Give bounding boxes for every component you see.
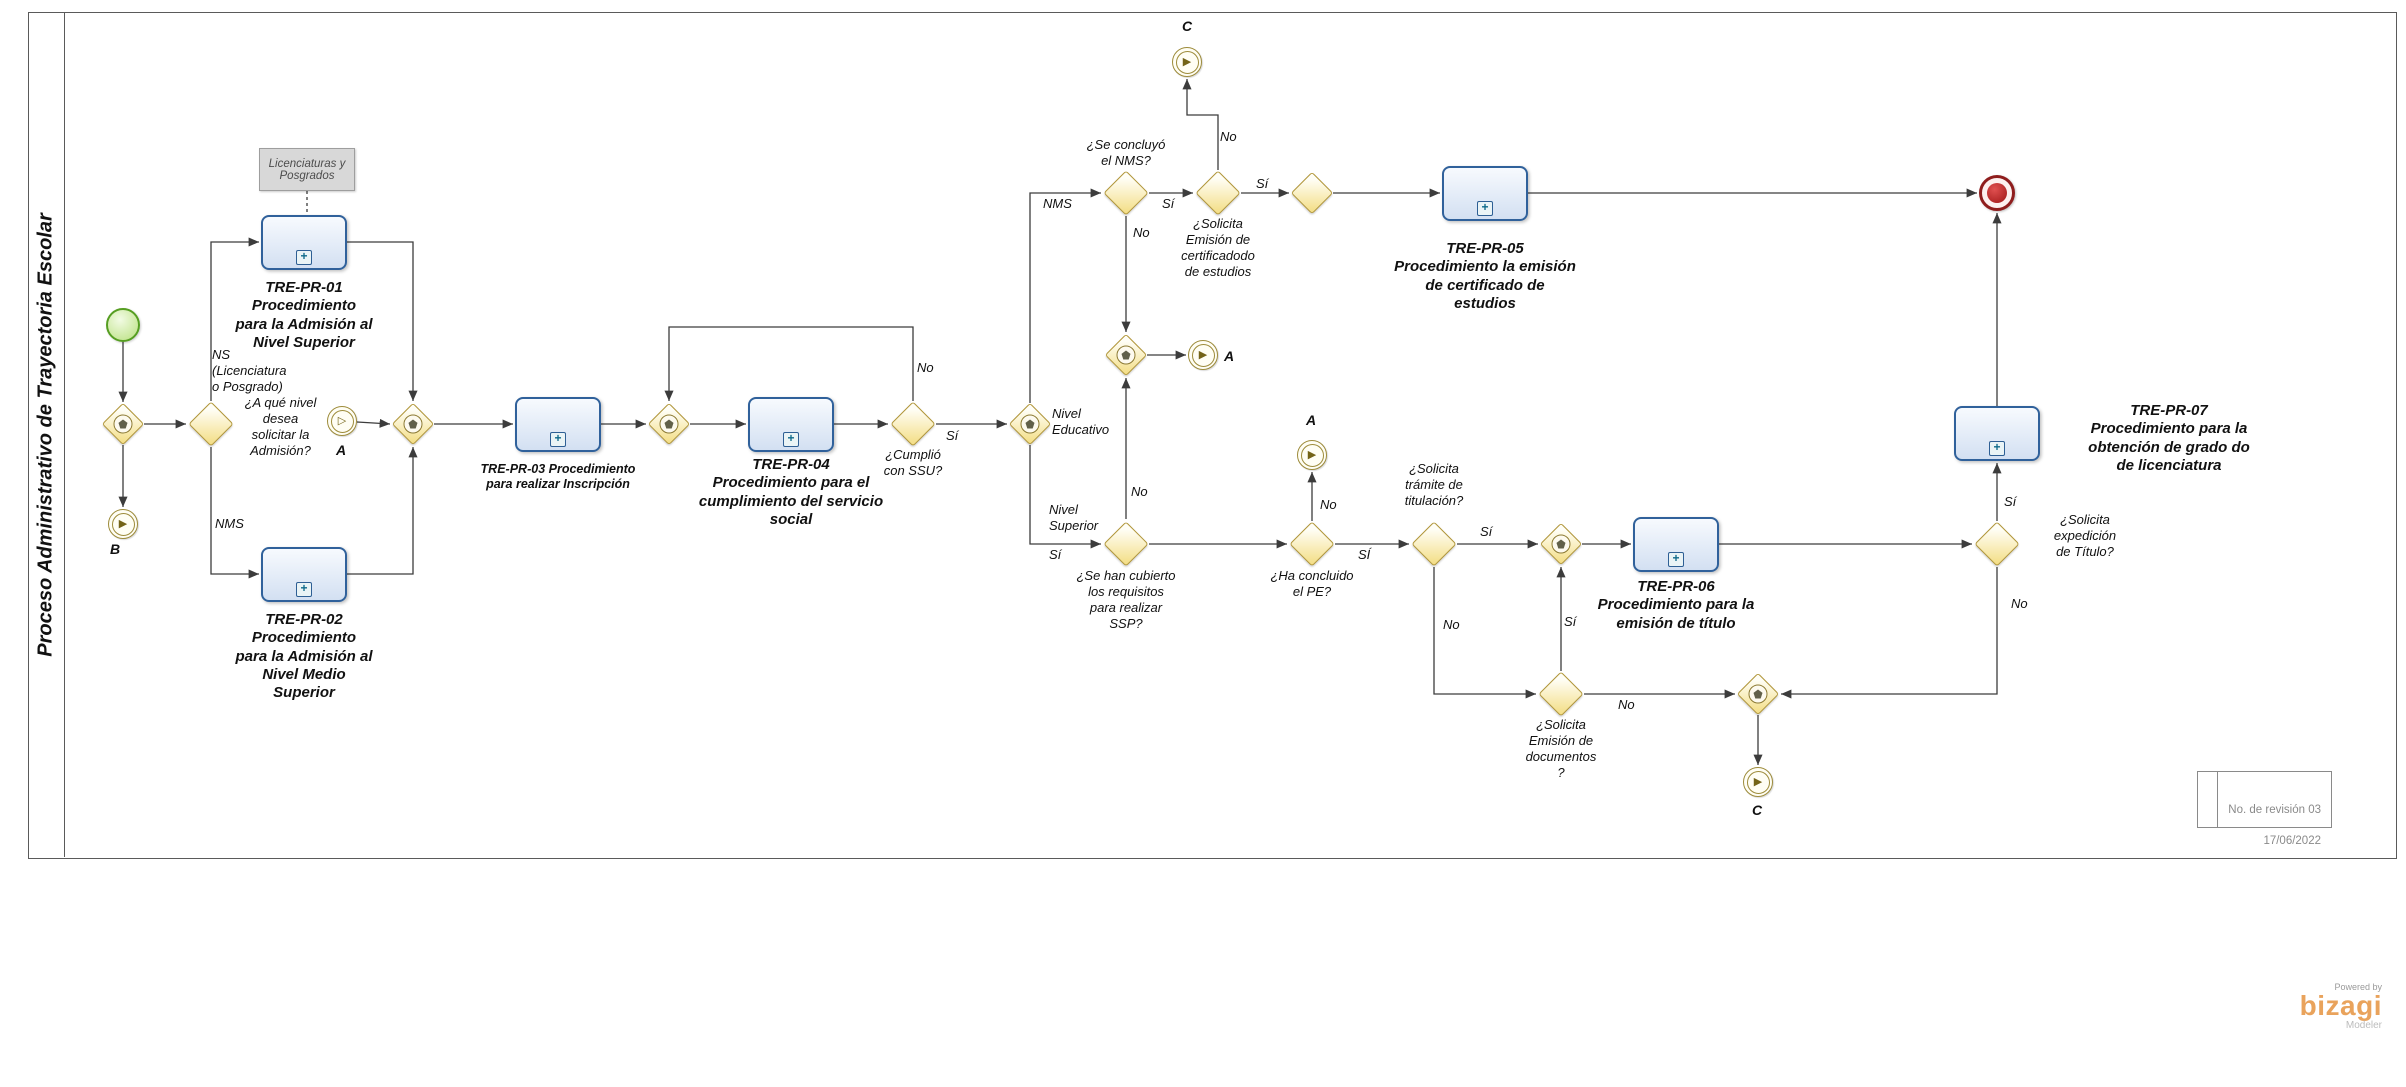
link-event-c-bottom-throw[interactable]: ▶ xyxy=(1743,767,1773,797)
flow-label-nms-2: NMS xyxy=(1043,196,1072,211)
task-tre-pr-04[interactable]: + xyxy=(748,397,834,452)
gateway-label-tramite: ¿Solicita trámite de titulación? xyxy=(1404,461,1464,508)
task-label-tre-pr-01: TRE-PR-01 Procedimiento para la Admisión… xyxy=(235,279,373,351)
flow-label-si-pe: SÍ xyxy=(1358,547,1371,562)
flow-label-no-pe: No xyxy=(1320,497,1337,512)
gateway-marker-icon xyxy=(659,414,679,434)
task-tre-pr-02[interactable]: + xyxy=(261,547,347,602)
gateway-label-requisitos-ssp: ¿Se han cubierto los requisitos para rea… xyxy=(1076,568,1176,631)
link-label-c-bottom: C xyxy=(1752,802,1763,818)
gateway-label-admision: ¿A qué nivel desea solicitar la Admisión… xyxy=(244,395,317,458)
link-label-a1: A xyxy=(1224,348,1235,364)
gateway-label-documentos: ¿Solicita Emisión de documentos ? xyxy=(1525,717,1597,780)
flow-label-nivel-superior: Nivel Superior xyxy=(1049,502,1099,533)
flow-label-si-documentos: Sí xyxy=(1564,614,1577,629)
link-event-b-throw[interactable]: ▶ xyxy=(108,509,138,539)
task-tre-pr-05[interactable]: + xyxy=(1442,166,1528,221)
link-label-b: B xyxy=(110,541,121,557)
link-event-a-catch[interactable]: ▷ xyxy=(327,406,357,436)
gateway-label-nms-concluido: ¿Se concluyó el NMS? xyxy=(1086,137,1166,168)
gateway-label-nivel-educativo: Nivel Educativo xyxy=(1052,406,1110,437)
flow-label-no-ssp: No xyxy=(1131,484,1148,499)
flow-label-no-certificado: No xyxy=(1220,129,1237,144)
task-tre-pr-07[interactable]: + xyxy=(1954,406,2040,461)
flow-label-no-documentos: No xyxy=(1618,697,1635,712)
task-label-tre-pr-03: TRE-PR-03 Procedimiento para realizar In… xyxy=(480,462,636,492)
logo-brand-text: bizagi xyxy=(2299,990,2382,1021)
task-label-tre-pr-07: TRE-PR-07 Procedimiento para la obtenció… xyxy=(2088,402,2250,474)
subprocess-expand-icon[interactable]: + xyxy=(783,432,799,447)
flow-label-si-nivel-superior: Sí xyxy=(1049,547,1062,562)
flow-label-si-nms: Sí xyxy=(1162,196,1175,211)
gateway-label-concluido-pe: ¿Ha concluido el PE? xyxy=(1270,568,1354,599)
gateway-marker-icon xyxy=(1748,684,1768,704)
revision-date: 17/06/2022 xyxy=(2263,834,2321,847)
logo-modeler-text: Modeler xyxy=(2345,1020,2382,1031)
task-label-tre-pr-02: TRE-PR-02 Procedimiento para la Admisión… xyxy=(235,611,373,702)
link-event-a2-throw[interactable]: ▶ xyxy=(1297,440,1327,470)
link-event-a1-throw[interactable]: ▶ xyxy=(1188,340,1218,370)
link-arrow-icon: ▶ xyxy=(1198,348,1208,361)
task-label-tre-pr-05: TRE-PR-05 Procedimiento la emisión de ce… xyxy=(1394,240,1576,312)
link-arrow-icon: ▶ xyxy=(1182,55,1192,68)
revision-box-divider xyxy=(2217,772,2218,827)
gateway-marker-icon xyxy=(1551,534,1571,554)
link-label-a2: A xyxy=(1306,412,1317,428)
gateway-label-ssu: ¿Cumplió con SSU? xyxy=(883,447,943,478)
bizagi-logo: Powered by bizagi Modeler xyxy=(2300,982,2382,1031)
revision-text: No. de revisión 03 17/06/2022 xyxy=(2228,787,2321,849)
pool-border xyxy=(28,12,2397,859)
gateway-marker-icon xyxy=(1020,414,1040,434)
task-tre-pr-01[interactable]: + xyxy=(261,215,347,270)
flow-label-ns: NS (Licenciatura o Posgrado) xyxy=(212,347,287,394)
task-label-tre-pr-04: TRE-PR-04 Procedimiento para el cumplimi… xyxy=(698,456,884,528)
revision-box: No. de revisión 03 17/06/2022 xyxy=(2197,771,2332,847)
annotation-licenciaturas: Licenciaturas y Posgrados xyxy=(259,148,355,191)
gateway-marker-icon xyxy=(113,414,133,434)
gateway-label-certificado: ¿Solicita Emisión de certificadodo de es… xyxy=(1181,216,1255,279)
link-arrow-icon: ▶ xyxy=(118,517,128,530)
pool-header: Proceso Administrativo de Trayectoria Es… xyxy=(28,12,65,857)
gateway-marker-icon xyxy=(1116,345,1136,365)
start-event[interactable] xyxy=(106,308,140,342)
gateway-marker-icon xyxy=(403,414,423,434)
subprocess-expand-icon[interactable]: + xyxy=(296,250,312,265)
subprocess-expand-icon[interactable]: + xyxy=(550,432,566,447)
flow-label-si-expedicion: Sí xyxy=(2004,494,2017,509)
revision-number: No. de revisión 03 xyxy=(2228,803,2321,816)
subprocess-expand-icon[interactable]: + xyxy=(296,582,312,597)
flow-label-no-nms: No xyxy=(1133,225,1150,240)
link-arrow-icon: ▷ xyxy=(337,414,347,427)
subprocess-expand-icon[interactable]: + xyxy=(1668,552,1684,567)
flow-label-nms-1: NMS xyxy=(215,516,244,531)
task-label-tre-pr-06: TRE-PR-06 Procedimiento para la emisión … xyxy=(1597,578,1755,632)
link-arrow-icon: ▶ xyxy=(1307,448,1317,461)
flow-label-si-ssu: Sí xyxy=(946,428,959,443)
subprocess-expand-icon[interactable]: + xyxy=(1477,201,1493,216)
flow-label-no-expedicion: No xyxy=(2011,596,2028,611)
task-tre-pr-06[interactable]: + xyxy=(1633,517,1719,572)
link-label-c-top: C xyxy=(1182,18,1193,34)
end-event-dot xyxy=(1987,183,2007,203)
gateway-label-expedicion: ¿Solicita expedición de Título? xyxy=(2053,512,2117,559)
link-arrow-icon: ▶ xyxy=(1753,775,1763,788)
flow-label-no-tramite: No xyxy=(1443,617,1460,632)
link-event-c-top-throw[interactable]: ▶ xyxy=(1172,47,1202,77)
logo-powered-by: Powered by xyxy=(2334,982,2382,992)
flow-label-si-certificado: Sí xyxy=(1256,176,1269,191)
flow-label-no-ssu: No xyxy=(917,360,934,375)
link-label-a-catch: A xyxy=(336,442,347,458)
flow-label-si-tramite: Sí xyxy=(1480,524,1493,539)
task-tre-pr-03[interactable]: + xyxy=(515,397,601,452)
subprocess-expand-icon[interactable]: + xyxy=(1989,441,2005,456)
end-event[interactable] xyxy=(1979,175,2015,211)
